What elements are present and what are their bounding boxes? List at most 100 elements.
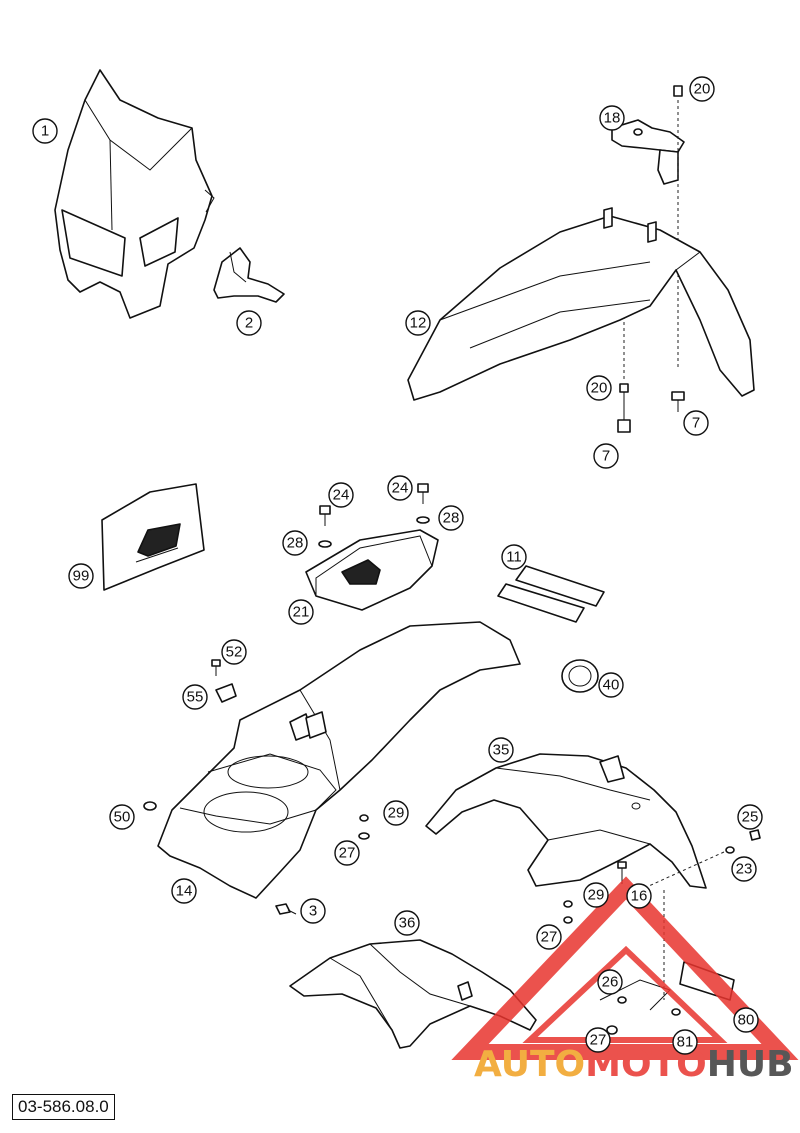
callout-circle [737, 804, 763, 830]
automotohub-watermark: AUTOMOTOHUB [451, 876, 799, 1085]
callout-l18: 18 [599, 105, 625, 131]
callout-circle [109, 804, 135, 830]
callout-l29b: 29 [583, 882, 609, 908]
callout-circle [221, 639, 247, 665]
callout-l26: 26 [597, 969, 623, 995]
callout-l28b: 28 [438, 505, 464, 531]
callout-circle [488, 737, 514, 763]
callout-circle [593, 443, 619, 469]
callout-l80: 80 [733, 1007, 759, 1033]
callout-number: 25 [742, 809, 759, 826]
callout-number: 26 [602, 974, 619, 991]
callout-number: 36 [399, 915, 416, 932]
callout-number: 40 [603, 677, 620, 694]
callout-number: 35 [493, 742, 510, 759]
callout-circle [334, 840, 360, 866]
callout-l11: 11 [501, 544, 527, 570]
callout-l12: 12 [405, 310, 431, 336]
air-box-cover [305, 529, 439, 611]
callout-circle [689, 76, 715, 102]
rear-fender [157, 621, 521, 899]
callout-circle [672, 1029, 698, 1055]
callout-number: 7 [692, 415, 700, 432]
callout-circle [68, 563, 94, 589]
callout-l1: 1 [32, 118, 58, 144]
callout-l50: 50 [109, 804, 135, 830]
callout-circle [182, 684, 208, 710]
front-fender-hardware [617, 85, 685, 433]
callout-number: 28 [443, 510, 460, 527]
callout-number: 23 [736, 861, 753, 878]
svg-text:AUTOMOTOHUB: AUTOMOTOHUB [474, 1044, 794, 1085]
callout-circle [438, 505, 464, 531]
callout-number: 14 [176, 883, 193, 900]
callout-l25: 25 [737, 804, 763, 830]
callout-l14: 14 [171, 878, 197, 904]
callout-number: 1 [41, 123, 49, 140]
callout-number: 21 [293, 604, 310, 621]
callout-l27a: 27 [334, 840, 360, 866]
callout-circle [626, 883, 652, 909]
callout-number: 81 [677, 1034, 694, 1051]
callout-number: 12 [410, 315, 427, 332]
callout-circle [171, 878, 197, 904]
callout-circle [405, 310, 431, 336]
callout-circle [733, 1007, 759, 1033]
callout-circle [536, 924, 562, 950]
callout-circle [300, 898, 326, 924]
callout-circle [731, 856, 757, 882]
callout-l29a: 29 [383, 800, 409, 826]
clamp [213, 247, 285, 303]
callout-l20a: 20 [689, 76, 715, 102]
callout-number: 29 [588, 887, 605, 904]
callout-l21: 21 [288, 599, 314, 625]
callout-number: 7 [602, 448, 610, 465]
callout-l99: 99 [68, 563, 94, 589]
callout-circle [236, 310, 262, 336]
callout-l27b: 27 [536, 924, 562, 950]
callout-circle [598, 672, 624, 698]
grommet [561, 659, 599, 693]
callout-l81: 81 [672, 1029, 698, 1055]
callout-l24b: 24 [387, 475, 413, 501]
callout-number: 99 [73, 568, 90, 585]
watermark-auto: AUTO [474, 1044, 585, 1085]
callout-number: 24 [392, 480, 409, 497]
callout-circle [599, 105, 625, 131]
callout-l23: 23 [731, 856, 757, 882]
front-fender [407, 207, 755, 401]
callout-number: 3 [309, 903, 317, 920]
callout-number: 29 [388, 805, 405, 822]
callout-l3: 3 [300, 898, 326, 924]
callout-number: 2 [245, 315, 253, 332]
callout-number: 52 [226, 644, 243, 661]
callout-l20b: 20 [586, 375, 612, 401]
callout-number: 24 [333, 487, 350, 504]
callout-l24a: 24 [328, 482, 354, 508]
callout-number: 20 [694, 81, 711, 98]
callout-number: 20 [591, 380, 608, 397]
airbox-screws [318, 483, 430, 548]
callout-l2: 2 [236, 310, 262, 336]
document-number: 03-586.08.0 [12, 1094, 115, 1120]
callout-number: 55 [187, 689, 204, 706]
callout-number: 50 [114, 809, 131, 826]
fender-bracket [611, 119, 685, 185]
callout-circle [328, 482, 354, 508]
callout-l28a: 28 [282, 530, 308, 556]
callout-circle [387, 475, 413, 501]
watermark-hub: HUB [707, 1044, 794, 1085]
headlight-mask [54, 69, 215, 319]
rear-fender-hardware [143, 801, 370, 915]
decal-sheet [101, 483, 205, 591]
callout-number: 27 [339, 845, 356, 862]
small-hardware [211, 659, 237, 703]
callout-l40: 40 [598, 672, 624, 698]
callout-number: 11 [506, 549, 522, 566]
side-strips [497, 565, 605, 623]
callout-circle [501, 544, 527, 570]
callout-number: 18 [604, 110, 621, 127]
